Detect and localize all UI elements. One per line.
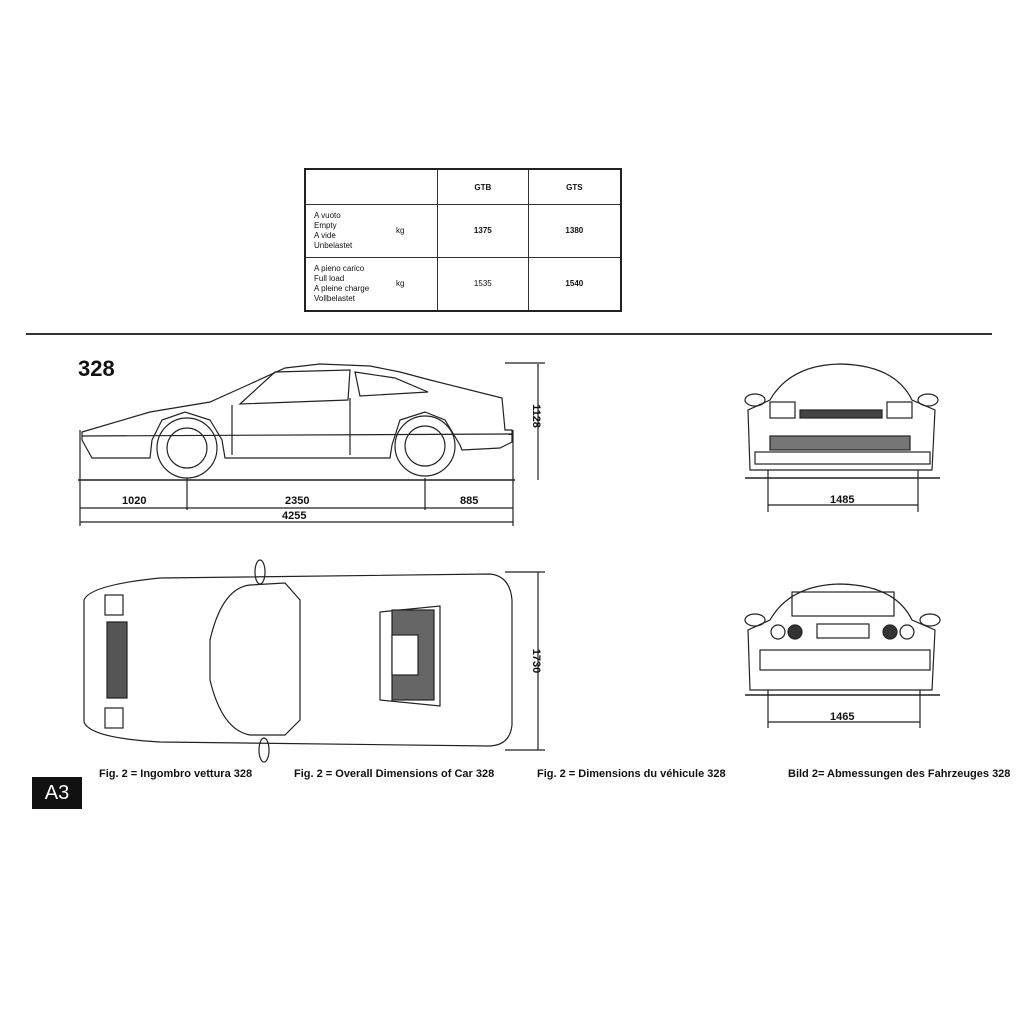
caption-english: Fig. 2 = Overall Dimensions of Car 328 xyxy=(294,768,495,780)
dim-rear-track: 1465 xyxy=(830,711,855,723)
dim-rear-overhang: 885 xyxy=(460,495,479,507)
rear-view-drawing xyxy=(744,583,941,728)
section-divider xyxy=(26,333,992,335)
dim-wheelbase: 2350 xyxy=(285,495,310,507)
weights-table: GTB GTS A vuoto Empty A vide Unbelastet … xyxy=(304,168,622,312)
dim-front-overhang: 1020 xyxy=(122,495,147,507)
value-gtb-empty: 1375 xyxy=(437,204,529,258)
dim-height: 1128 xyxy=(529,404,542,428)
value-gts-empty: 1380 xyxy=(527,204,622,258)
caption-french: Fig. 2 = Dimensions du véhicule 328 xyxy=(537,768,726,780)
caption-italian: Fig. 2 = Ingombro vettura 328 xyxy=(99,768,253,780)
unit-kg: kg xyxy=(395,256,438,312)
row-label-full-load: A pieno carico Full load A pleine charge… xyxy=(304,256,395,312)
unit-kg: kg xyxy=(395,204,438,258)
value-gtb-full: 1535 xyxy=(437,256,529,312)
top-view-drawing xyxy=(83,559,545,763)
model-title: 328 xyxy=(78,356,115,381)
dim-overall-length: 4255 xyxy=(282,510,307,522)
row-label-empty: A vuoto Empty A vide Unbelastet xyxy=(304,204,395,258)
table-row-full-load: A pieno carico Full load A pleine charge… xyxy=(304,256,622,312)
header-gtb: GTB xyxy=(437,168,529,205)
page-badge: A3 xyxy=(32,777,82,809)
table-row-empty: A vuoto Empty A vide Unbelastet kg 1375 … xyxy=(304,204,622,258)
front-view-drawing xyxy=(744,363,940,512)
dim-width: 1730 xyxy=(530,648,543,674)
side-view-drawing xyxy=(78,362,545,526)
caption-german: Bild 2= Abmessungen des Fahrzeuges 328 xyxy=(788,768,1011,780)
dim-front-track: 1485 xyxy=(830,494,855,506)
value-gts-full: 1540 xyxy=(527,256,622,312)
